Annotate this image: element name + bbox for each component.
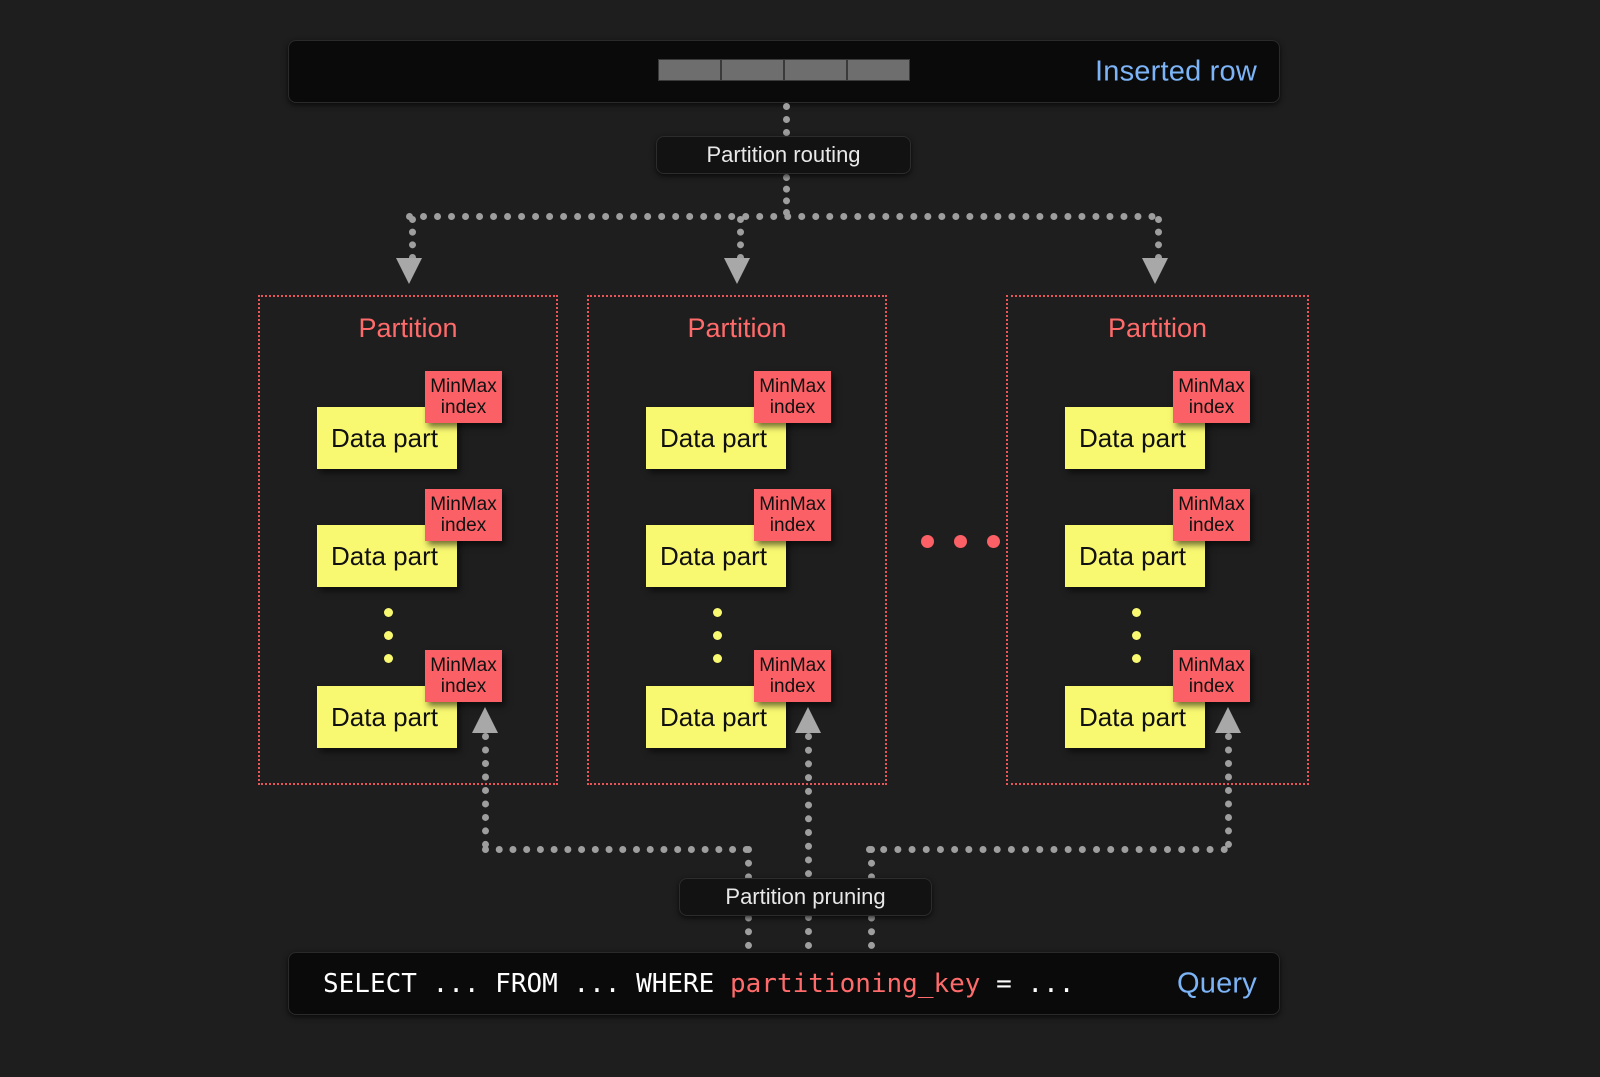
partition-pruning-label: Partition pruning [725,884,886,909]
partition-1-title: Partition [358,313,458,343]
minmax-line2: index [769,397,816,418]
partition-2: Partition MinMax index Data part MinMax … [587,295,887,785]
connector-prune-bus-left [482,846,750,853]
data-part-label: Data part [1079,422,1186,453]
inserted-row-cells [658,59,910,81]
minmax-line2: index [1188,676,1235,697]
ellipsis-dot [921,535,934,548]
minmax-line1: MinMax [759,654,826,676]
data-part-label: Data part [1079,701,1186,732]
query-prefix: SELECT ... FROM ... WHERE [323,968,730,999]
minmax-index-3-1: MinMax index [1173,371,1250,423]
row-cell [784,59,847,81]
query-bar: SELECT ... FROM ... WHERE partitioning_k… [288,952,1280,1015]
partition-3: Partition MinMax index Data part MinMax … [1006,295,1309,785]
data-part-label: Data part [660,422,767,453]
partition-ellipsis [921,535,1020,548]
minmax-line1: MinMax [430,375,497,397]
data-part-label: Data part [660,540,767,571]
connector-routing-bus [406,213,1156,220]
inserted-row-label: Inserted row [1095,55,1257,87]
ellipsis-dot [384,608,393,617]
data-part-label: Data part [331,422,438,453]
minmax-index-3-3: MinMax index [1173,650,1250,702]
minmax-index-2-3: MinMax index [754,650,831,702]
row-cell [658,59,721,81]
ellipsis-dot [384,654,393,663]
minmax-line1: MinMax [1178,493,1245,515]
arrow-prune-to-partition-2 [795,707,821,733]
ellipsis-dot [713,631,722,640]
arrow-prune-to-partition-1 [472,707,498,733]
connector-bus-to-partition-3 [1155,216,1162,261]
connector-prune-up-3 [1225,733,1232,848]
minmax-line2: index [769,515,816,536]
connector-prune-bus-right [866,846,1228,853]
data-part-ellipsis-1 [384,608,393,677]
connector-prune-center [805,886,812,949]
connector-prune-up-1 [482,733,489,848]
partition-2-title: Partition [687,313,787,343]
data-part-1-2: Data part [317,525,457,587]
connector-bus-to-partition-1 [409,216,416,261]
minmax-line1: MinMax [759,375,826,397]
ellipsis-dot [1132,654,1141,663]
connector-prune-up-2 [805,733,812,891]
partition-routing-box: Partition routing [656,136,911,174]
ellipsis-dot [987,535,1000,548]
ellipsis-dot [384,631,393,640]
partition-3-title: Partition [1107,313,1208,343]
inserted-row-bar: Inserted row [288,40,1280,103]
connector-routing-to-bus [783,174,790,216]
ellipsis-dot [1132,608,1141,617]
minmax-line2: index [440,515,487,536]
ellipsis-dot [713,608,722,617]
data-part-ellipsis-3 [1132,608,1141,677]
minmax-line2: index [440,676,487,697]
data-part-3-3: Data part [1065,686,1205,748]
partition-1: Partition MinMax index Data part MinMax … [258,295,558,785]
minmax-index-3-2: MinMax index [1173,489,1250,541]
minmax-index-1-1: MinMax index [425,371,502,423]
minmax-index-1-3: MinMax index [425,650,502,702]
ellipsis-dot [954,535,967,548]
minmax-line2: index [440,397,487,418]
data-part-3-2: Data part [1065,525,1205,587]
minmax-line2: index [1188,397,1235,418]
minmax-line1: MinMax [430,493,497,515]
minmax-index-1-2: MinMax index [425,489,502,541]
data-part-label: Data part [1079,540,1186,571]
minmax-index-2-2: MinMax index [754,489,831,541]
query-partitioning-key: partitioning_key [730,968,981,999]
data-part-ellipsis-2 [713,608,722,677]
minmax-line1: MinMax [759,493,826,515]
arrow-into-partition-2 [724,258,750,284]
partition-pruning-box: Partition pruning [679,878,932,916]
minmax-line1: MinMax [430,654,497,676]
connector-insert-to-routing [783,103,790,136]
data-part-label: Data part [660,701,767,732]
arrow-into-partition-3 [1142,258,1168,284]
data-part-1-3: Data part [317,686,457,748]
ellipsis-dot [713,654,722,663]
minmax-line1: MinMax [1178,654,1245,676]
arrow-into-partition-1 [396,258,422,284]
query-label: Query [1177,967,1257,999]
minmax-index-2-1: MinMax index [754,371,831,423]
minmax-line1: MinMax [1178,375,1245,397]
minmax-line2: index [1188,515,1235,536]
row-cell [847,59,910,81]
arrow-prune-to-partition-3 [1215,707,1241,733]
data-part-label: Data part [331,540,438,571]
connector-bus-to-partition-2 [737,216,744,261]
query-suffix: = ... [980,968,1075,999]
minmax-line2: index [769,676,816,697]
query-sql-text: SELECT ... FROM ... WHERE partitioning_k… [323,969,1074,999]
row-cell [721,59,784,81]
partition-routing-label: Partition routing [706,142,861,167]
ellipsis-dot [1132,631,1141,640]
data-part-label: Data part [331,701,438,732]
